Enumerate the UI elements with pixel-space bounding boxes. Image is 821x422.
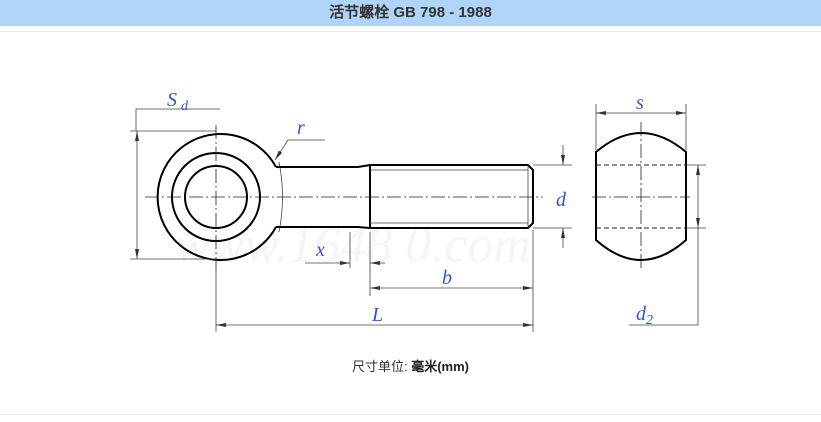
page-title: 活节螺栓 GB 798 - 1988	[0, 0, 821, 26]
divider	[0, 31, 821, 32]
eye-bolt-side-view: s d2	[592, 92, 706, 328]
eye-bolt-front-view	[145, 125, 543, 270]
unit-value: 毫米(mm)	[411, 359, 469, 374]
label-r: r	[297, 117, 305, 139]
unit-note: 尺寸单位: 毫米(mm)	[0, 356, 821, 375]
unit-label: 尺寸单位:	[351, 359, 412, 374]
label-b: b	[442, 267, 452, 289]
label-x: x	[315, 239, 325, 261]
label-d: d	[556, 189, 567, 211]
label-L: L	[371, 304, 383, 326]
divider	[0, 414, 821, 415]
label-s: s	[636, 92, 644, 114]
label-d2: d2	[636, 303, 653, 328]
